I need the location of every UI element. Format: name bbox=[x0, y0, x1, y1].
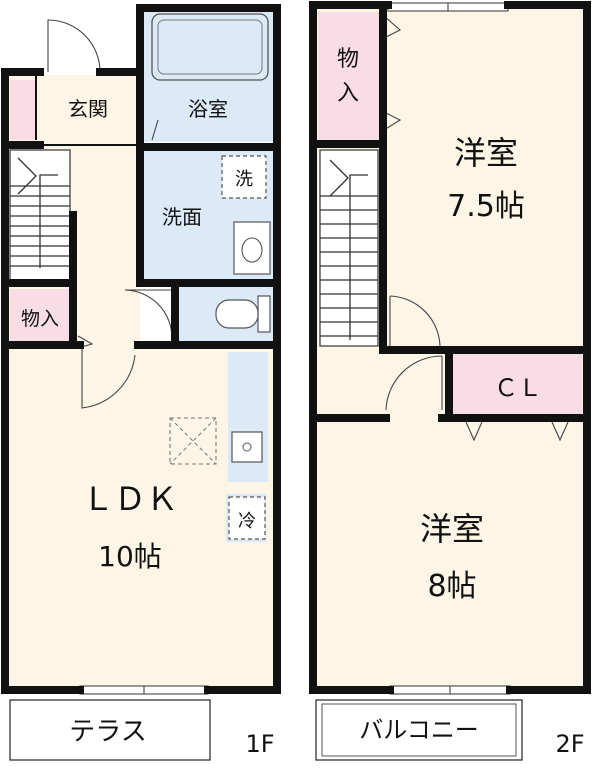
bathroom bbox=[143, 8, 273, 142]
storage-1f bbox=[10, 289, 70, 345]
closet-door-left bbox=[465, 421, 483, 442]
basin-bowl bbox=[241, 237, 263, 263]
floor2-label: 2F bbox=[555, 730, 584, 758]
toilet-tank bbox=[257, 295, 271, 333]
storage-2f-label-bottom: 入 bbox=[337, 81, 359, 106]
toilet-bowl bbox=[215, 299, 259, 329]
storage-2f-door-top bbox=[383, 15, 401, 39]
fixtures bbox=[151, 13, 271, 540]
closet-door-right bbox=[551, 421, 569, 442]
west-room-name: 洋室 bbox=[454, 134, 518, 172]
ldk-name: ＬＤＫ bbox=[82, 480, 178, 518]
storage-1f-label: 物入 bbox=[21, 308, 59, 330]
floor1-stairs bbox=[9, 149, 71, 281]
closet bbox=[452, 352, 582, 418]
room-door-2f bbox=[389, 295, 441, 347]
balcony bbox=[315, 699, 523, 761]
wash-basin bbox=[233, 221, 271, 275]
washer-label: 洗 bbox=[235, 169, 253, 190]
fridge-box bbox=[228, 496, 266, 540]
bathtub-inner bbox=[157, 19, 263, 75]
floor2-walls bbox=[309, 1, 591, 694]
ldk-door bbox=[81, 348, 136, 409]
entrance-label: 玄関 bbox=[68, 97, 108, 121]
floor2-stairs bbox=[319, 149, 379, 347]
storage-2f bbox=[318, 12, 380, 140]
washroom-label: 洗面 bbox=[162, 205, 202, 229]
floor1-walls bbox=[1, 4, 281, 694]
floor1-label: 1F bbox=[245, 730, 274, 758]
west-room-size: 7.5帖 bbox=[447, 189, 525, 224]
storage-2f-door-bottom bbox=[383, 111, 402, 131]
entrance-storage bbox=[10, 80, 36, 140]
balcony-label: バルコニー bbox=[359, 716, 479, 744]
bath-label: 浴室 bbox=[188, 97, 228, 121]
storage-2f-label-top: 物 bbox=[337, 47, 359, 72]
doors bbox=[47, 15, 569, 442]
south-room-size: 8帖 bbox=[427, 569, 476, 604]
washer-pan bbox=[221, 155, 267, 199]
terrace bbox=[9, 699, 211, 761]
ldk-size: 10帖 bbox=[98, 540, 162, 573]
terrace-label: テラス bbox=[69, 717, 146, 747]
bathtub bbox=[151, 13, 269, 81]
ceiling-hatch bbox=[169, 417, 217, 465]
fridge-label: 冷 bbox=[238, 511, 256, 532]
entry-door bbox=[47, 19, 101, 73]
kitchen-sink bbox=[231, 431, 263, 463]
balcony-inner bbox=[321, 703, 517, 757]
closet-label: ＣＬ bbox=[494, 374, 542, 402]
sink-drain bbox=[242, 442, 252, 452]
south-room-door bbox=[385, 355, 443, 411]
south-room-name: 洋室 bbox=[420, 510, 484, 548]
